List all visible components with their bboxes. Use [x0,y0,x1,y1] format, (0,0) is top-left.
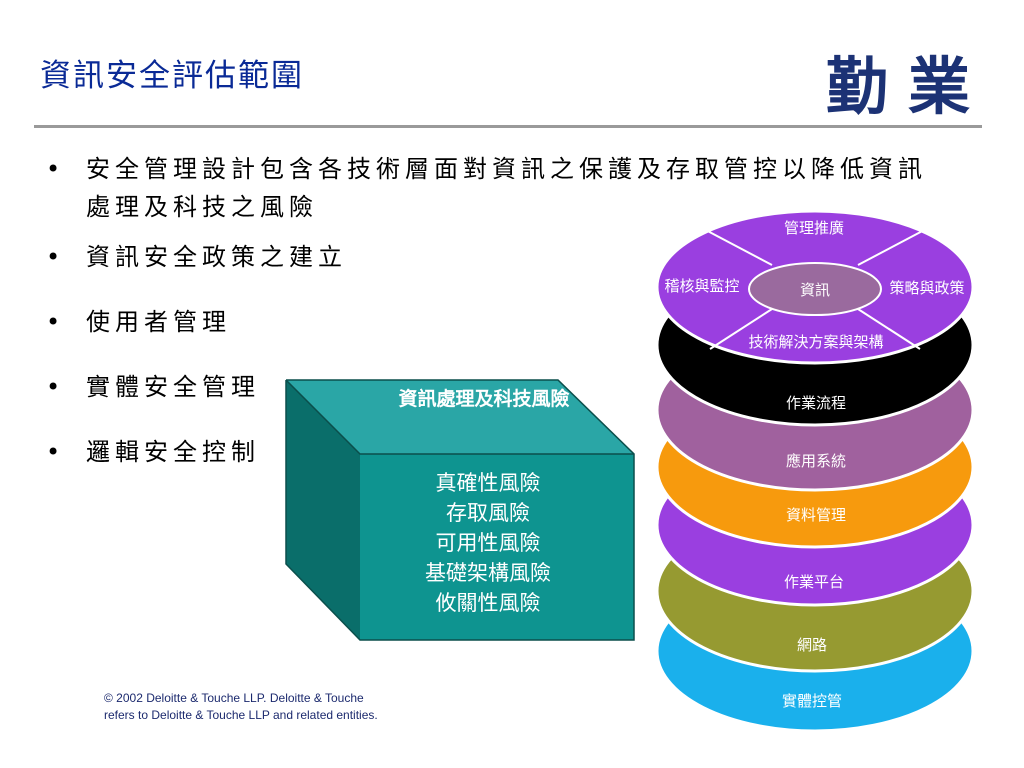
bullet-text: 使用者管理 [86,308,231,336]
segment-label-top: 管理推廣 [784,219,844,237]
segment-label-bottom: 技術解決方案與架構 [748,333,883,351]
bullet-item: • 安全管理設計包含各技術層面對資訊之保護及存取管控以降低資訊處理及科技之風險 [40,150,940,226]
bullet-dot: • [46,308,66,336]
bullet-item: • 使用者管理 [40,303,940,341]
segment-label-left: 稽核與監控 [664,277,739,295]
bullet-text: 實體安全管理 [86,373,260,401]
security-layer-stack: 實體控管 網路 作業平台 資料管理 應用系統 作業流程 資訊 管理推廣 稽核與監… [655,209,975,733]
layer-label: 作業流程 [786,394,846,412]
cube-risk-item: 基礎架構風險 [425,561,551,585]
cube-top-face [286,380,634,454]
information-core-label: 資訊 [800,281,830,299]
cube-front-face [360,454,634,640]
deloitte-logo: 勤業 [826,50,991,123]
copyright-footer: © 2002 Deloitte & Touche LLP. Deloitte &… [104,690,378,724]
segment-label-right: 策略與政策 [889,279,964,297]
bullet-dot: • [46,155,66,183]
information-core [748,262,882,316]
bullet-text: 安全管理設計包含各技術層面對資訊之保護及存取管控以降低資訊處理及科技之風險 [86,155,927,221]
bullet-dot: • [46,438,66,466]
layer-label: 實體控管 [782,692,842,710]
cube-side-face [286,380,360,640]
cube-risk-item: 真確性風險 [436,471,541,495]
bullet-text: 邏輯安全控制 [86,438,260,466]
slide-title: 資訊安全評估範圍 [40,58,304,94]
cube-top-label: 資訊處理及科技風險 [398,387,569,410]
layer-label: 網路 [797,636,827,654]
cube-risk-item: 可用性風險 [436,531,541,555]
footer-line: © 2002 Deloitte & Touche LLP. Deloitte &… [104,691,364,705]
layer-label: 應用系統 [786,452,846,470]
layer-label: 作業平台 [784,573,844,591]
footer-line: refers to Deloitte & Touche LLP and rela… [104,708,378,722]
information-disc: 資訊 管理推廣 稽核與監控 策略與政策 技術解決方案與架構 [655,209,975,365]
title-divider [34,125,982,128]
bullet-item: • 實體安全管理 [40,368,940,406]
cube-risk-item: 攸關性風險 [436,591,541,615]
bullet-item: • 資訊安全政策之建立 [40,238,940,276]
bullet-item: • 邏輯安全控制 [40,433,940,471]
layer-label: 資料管理 [786,506,846,524]
bullet-dot: • [46,243,66,271]
bullet-dot: • [46,373,66,401]
bullet-text: 資訊安全政策之建立 [86,243,347,271]
bullet-list: • 安全管理設計包含各技術層面對資訊之保護及存取管控以降低資訊處理及科技之風險 … [40,150,940,498]
risk-cube: 資訊處理及科技風險 真確性風險 存取風險 可用性風險 基礎架構風險 攸關性風險 [285,379,635,641]
cube-risk-item: 存取風險 [446,501,530,525]
